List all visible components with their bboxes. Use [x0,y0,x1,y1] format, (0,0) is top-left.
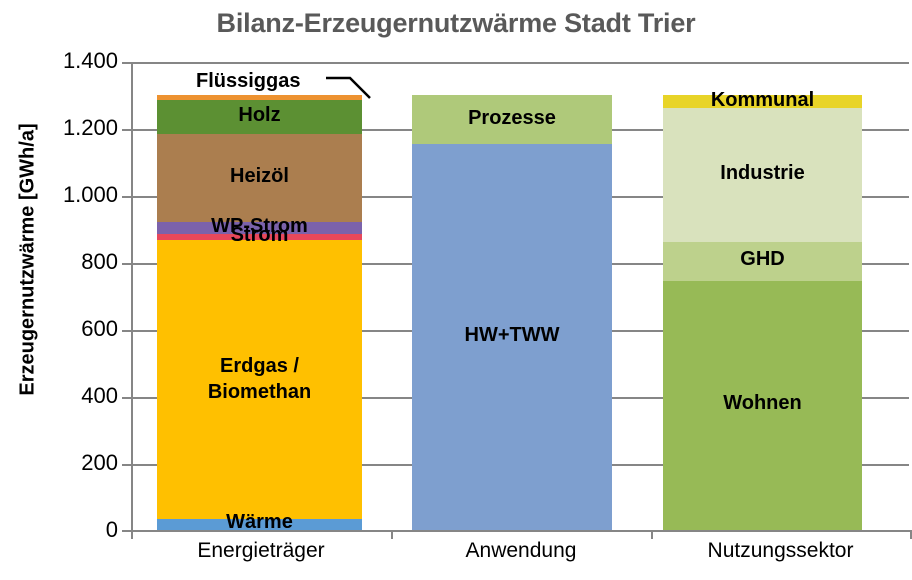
y-tick-mark-1200 [122,129,131,131]
y-axis-tick-labels: 1.400 1.200 1.000 800 600 400 200 0 [0,48,118,542]
y-tick-label-200: 200 [81,450,118,475]
segment-waerme[interactable] [157,518,362,530]
y-tick-mark-800 [122,263,131,265]
y-axis-line [131,62,133,532]
x-axis-label-nutzungssektor: Nutzungssektor [707,539,854,562]
segment-kommunal[interactable] [663,95,862,109]
segment-holz[interactable] [157,100,362,134]
segment-wp-strom[interactable] [157,222,362,235]
y-tick-label-600: 600 [81,316,118,341]
chart-title: Bilanz-Erzeugernutzwärme Stadt Trier [216,8,696,38]
x-axis-separator-2 [651,530,653,539]
y-tick-label-0: 0 [105,517,118,542]
x-axis-separator-left [131,530,133,539]
x-axis-separator-right [910,530,912,539]
y-tick-label-1200: 1.200 [62,115,118,140]
y-tick-label-400: 400 [81,383,118,408]
y-tick-label-1000: 1.000 [62,182,118,207]
segment-wohnen[interactable] [663,280,862,530]
y-tick-label-1400: 1.400 [62,48,118,73]
y-tick-label-800: 800 [81,249,118,274]
y-tick-mark-400 [122,397,131,399]
x-axis-label-energietraeger: Energieträger [197,539,325,562]
segment-ghd[interactable] [663,241,862,281]
segment-prozesse[interactable] [412,95,612,144]
segment-heizoel[interactable] [157,133,362,223]
x-axis-separator-1 [391,530,393,539]
y-tick-mark-0 [122,530,131,532]
segment-fluessiggas[interactable] [157,95,362,101]
segment-industrie[interactable] [663,108,862,242]
x-axis-line [131,530,911,532]
x-axis-label-anwendung: Anwendung [465,539,577,562]
y-tick-mark-200 [122,464,131,466]
y-tick-mark-1000 [122,196,131,198]
gridline-1400 [131,62,909,64]
y-tick-mark-1400 [122,62,131,64]
y-tick-mark-600 [122,330,131,332]
segment-erdgas-biomethan[interactable] [157,239,362,519]
segment-strom[interactable] [157,234,362,240]
annotation-fluessiggas-label: Flüssiggas [196,70,301,92]
segment-hw-tww[interactable] [412,143,612,530]
